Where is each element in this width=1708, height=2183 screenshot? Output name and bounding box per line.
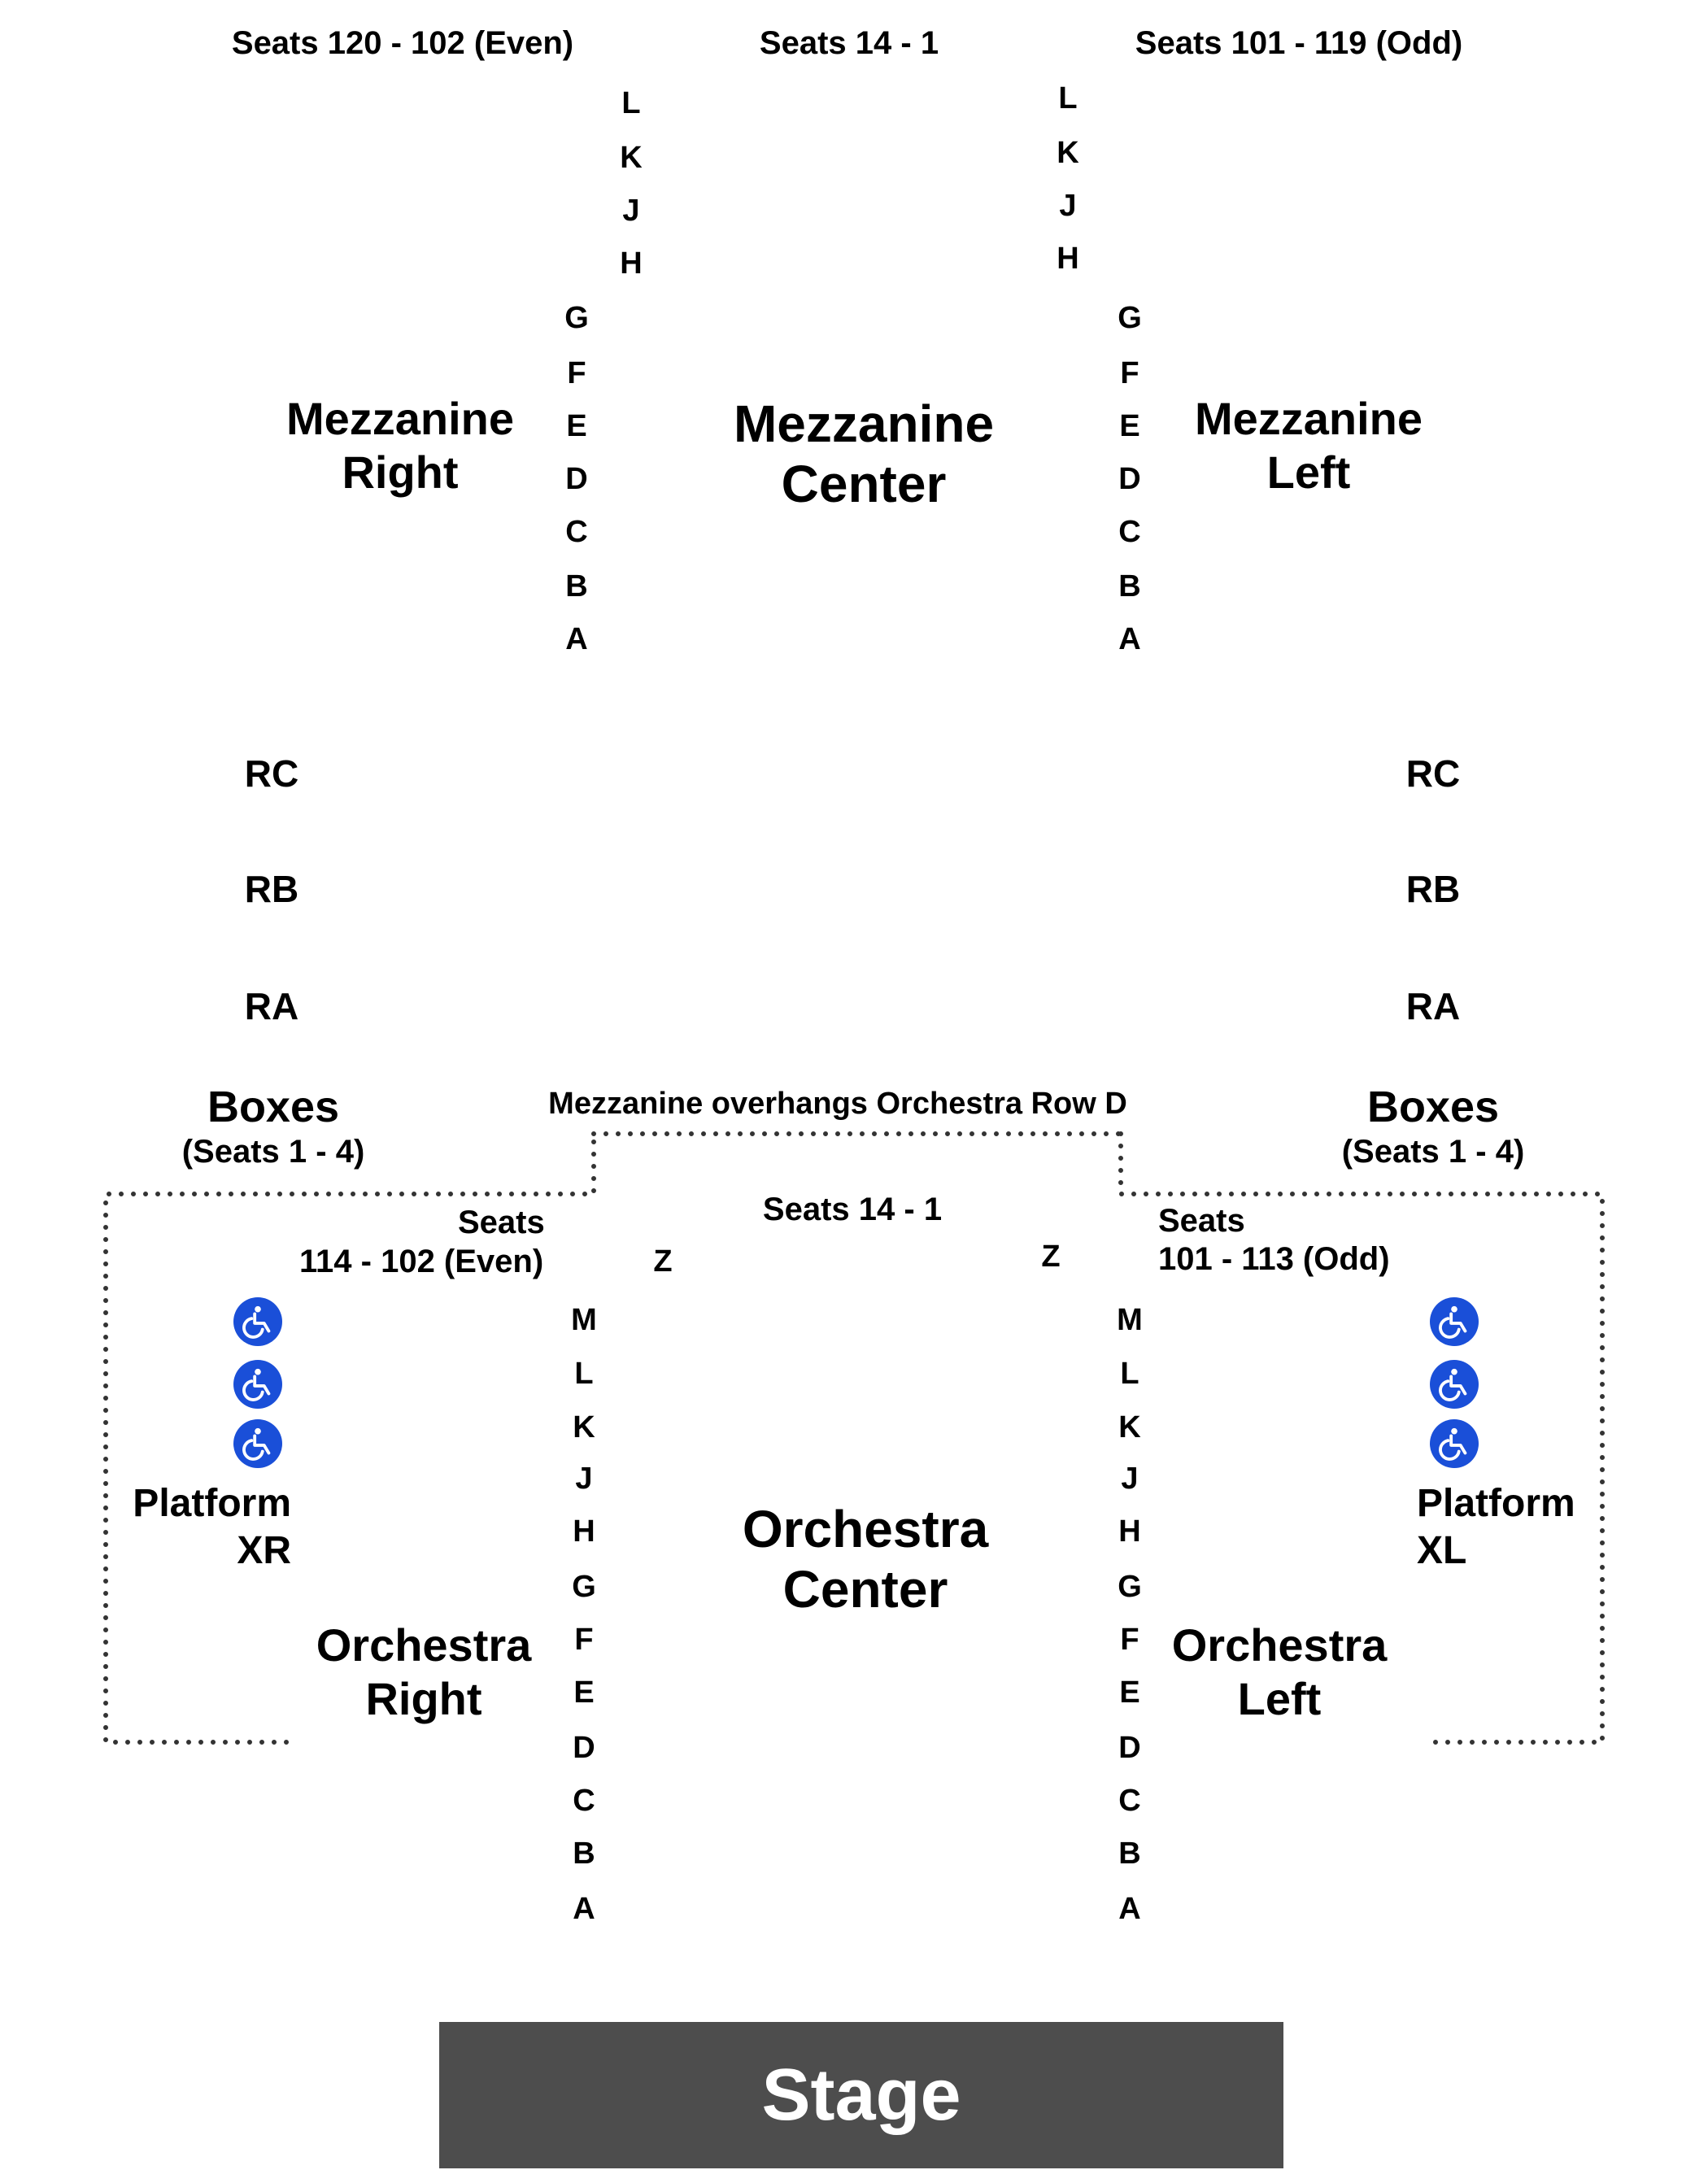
wheelchair-icon xyxy=(233,1297,282,1346)
orchestra-left-seats-range: 101 - 113 (Odd) xyxy=(1158,1241,1390,1277)
orchestra-right-title: Orchestra Right xyxy=(316,1619,532,1724)
mezzanine-right-seats-header: Seats 120 - 102 (Even) xyxy=(231,25,574,61)
orchestra-row-z: Z xyxy=(653,1244,673,1279)
mezzanine-row-label: H xyxy=(620,246,643,281)
box-row-label: RB xyxy=(244,868,299,910)
orchestra-row-label: H xyxy=(1118,1514,1141,1549)
mezzanine-row-label: H xyxy=(1057,242,1079,276)
orchestra-right-seats-header: Seats xyxy=(458,1205,545,1240)
orchestra-row-label: M xyxy=(1117,1303,1143,1337)
mezzanine-row-label: F xyxy=(567,356,586,390)
mezzanine-row-label: K xyxy=(1057,136,1079,170)
box-row-label: RC xyxy=(244,752,299,795)
orchestra-row-label: D xyxy=(1118,1731,1141,1765)
orchestra-row-z: Z xyxy=(1041,1240,1061,1274)
platform-xr-label: Platform XR xyxy=(133,1482,291,1572)
mezzanine-left-title: Mezzanine Left xyxy=(1194,393,1423,498)
orchestra-row-label: G xyxy=(572,1570,596,1604)
orchestra-row-label: E xyxy=(1119,1675,1140,1710)
box-row-label: RC xyxy=(1405,752,1461,795)
mezzanine-center-title: Mezzanine Center xyxy=(733,394,995,513)
orchestra-center-seats-header: Seats 14 - 1 xyxy=(762,1192,943,1227)
mezzanine-row-label: J xyxy=(1059,189,1077,223)
mezzanine-row-label: C xyxy=(565,515,588,549)
mezzanine-row-label: K xyxy=(620,141,643,175)
orchestra-row-label: F xyxy=(574,1623,594,1657)
orchestra-row-label: B xyxy=(573,1837,595,1871)
mezzanine-row-label: L xyxy=(1058,81,1078,115)
orchestra-row-label: L xyxy=(1120,1357,1139,1391)
mezzanine-row-label: B xyxy=(1118,569,1141,603)
boxes-right-title: Boxes xyxy=(207,1083,340,1131)
boxes-left-title: Boxes xyxy=(1366,1083,1500,1131)
orchestra-row-label: J xyxy=(1121,1462,1139,1496)
orchestra-row-label: K xyxy=(573,1410,595,1444)
mezzanine-row-label: A xyxy=(565,622,588,656)
orchestra-left-outline xyxy=(1118,1131,1605,1745)
wheelchair-icon xyxy=(1430,1360,1479,1409)
orchestra-row-label: C xyxy=(573,1784,595,1818)
boxes-right-seats: (Seats 1 - 4) xyxy=(181,1134,365,1170)
platform-xl-label: Platform XL xyxy=(1417,1482,1575,1572)
orchestra-row-label: G xyxy=(1118,1570,1142,1604)
mezzanine-row-label: C xyxy=(1118,515,1141,549)
mezzanine-left-seats-header: Seats 101 - 119 (Odd) xyxy=(1135,25,1463,61)
orchestra-row-label: F xyxy=(1120,1623,1139,1657)
mezzanine-row-label: F xyxy=(1120,356,1139,390)
mezzanine-center-seats-header: Seats 14 - 1 xyxy=(759,25,939,61)
orchestra-row-label: B xyxy=(1118,1837,1141,1871)
orchestra-row-label: C xyxy=(1118,1784,1141,1818)
orchestra-right-outline xyxy=(103,1131,596,1745)
stage-label: Stage xyxy=(761,2054,961,2136)
orchestra-row-label: D xyxy=(573,1731,595,1765)
mezzanine-row-label: G xyxy=(1118,301,1142,335)
mezzanine-row-label: D xyxy=(1118,462,1141,496)
orchestra-row-label: K xyxy=(1118,1410,1141,1444)
mezzanine-row-label: B xyxy=(565,569,588,603)
wheelchair-icon xyxy=(1430,1297,1479,1346)
orchestra-row-label: A xyxy=(573,1892,595,1926)
orchestra-right-seats-range: 114 - 102 (Even) xyxy=(299,1244,544,1279)
mezzanine-row-label: A xyxy=(1118,622,1141,656)
orchestra-row-label: H xyxy=(573,1514,595,1549)
wheelchair-icon xyxy=(1430,1419,1479,1468)
orchestra-row-label: E xyxy=(573,1675,595,1710)
overhang-note: Mezzanine overhangs Orchestra Row D xyxy=(548,1087,1127,1121)
orchestra-row-label: J xyxy=(575,1462,593,1496)
mezzanine-right-title: Mezzanine Right xyxy=(285,393,515,498)
mezzanine-row-label: E xyxy=(566,409,587,443)
box-row-label: RA xyxy=(244,985,299,1027)
wheelchair-icon xyxy=(233,1419,282,1468)
mezzanine-row-label: D xyxy=(565,462,588,496)
orchestra-row-label: M xyxy=(571,1303,597,1337)
mezzanine-row-label: J xyxy=(622,194,640,228)
orchestra-center-title: Orchestra Center xyxy=(742,1500,989,1619)
orchestra-left-title: Orchestra Left xyxy=(1171,1619,1388,1724)
boxes-left-seats: (Seats 1 - 4) xyxy=(1341,1134,1525,1170)
orchestra-row-label: A xyxy=(1118,1892,1141,1926)
wheelchair-icon xyxy=(233,1360,282,1409)
box-row-label: RA xyxy=(1405,985,1461,1027)
stage: Stage xyxy=(439,2022,1283,2168)
orchestra-row-label: L xyxy=(574,1357,594,1391)
orchestra-left-seats-header: Seats xyxy=(1158,1203,1245,1239)
mezzanine-row-label: E xyxy=(1119,409,1140,443)
mezzanine-row-label: G xyxy=(564,301,589,335)
box-row-label: RB xyxy=(1405,868,1461,910)
mezzanine-row-label: L xyxy=(621,86,641,120)
